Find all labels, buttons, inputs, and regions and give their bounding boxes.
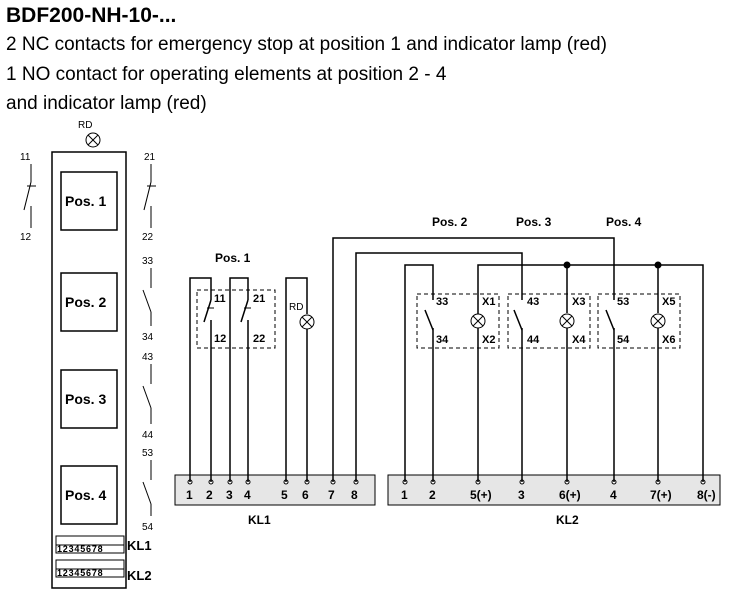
kl2-label: KL2 <box>556 513 579 527</box>
kl1-terminal-2: 2 <box>206 488 213 502</box>
pos-1-box <box>60 171 118 231</box>
contact-54-label: 54 <box>142 522 154 533</box>
pos2-contact-34: 34 <box>436 334 449 346</box>
kl2-terminal-8m: 8(-) <box>697 488 716 502</box>
kl1-terminal-1: 1 <box>186 488 193 502</box>
kl1-terminal-3: 3 <box>226 488 233 502</box>
device-front-view: RD Pos. 1 Pos. 2 Pos. 3 Pos. 4 12345678 … <box>20 120 156 589</box>
pos1-contact-12: 12 <box>214 333 226 345</box>
wiring-pos-3-label: Pos. 3 <box>516 215 552 229</box>
kl1-terminal-8: 8 <box>351 488 358 502</box>
pos-2-label: Pos. 2 <box>65 294 106 310</box>
kl2-terminal-2: 2 <box>429 488 436 502</box>
kl1-side-label: KL1 <box>127 538 152 553</box>
pos-1-label: Pos. 1 <box>65 193 106 209</box>
wiring-pos-1-label: Pos. 1 <box>215 251 251 265</box>
kl2-terminal-6p: 6(+) <box>559 488 581 502</box>
kl1-terminal-6: 6 <box>302 488 309 502</box>
pos3-contact-x3: X3 <box>572 296 585 308</box>
lamp-icon <box>559 313 575 329</box>
kl2-terminal-3: 3 <box>518 488 525 502</box>
pos-4-label: Pos. 4 <box>65 487 106 503</box>
pos3-contact-44: 44 <box>527 334 540 346</box>
pos4-contact-x6: X6 <box>662 334 675 346</box>
pos-1-contact-box <box>196 289 276 349</box>
contact-53-label: 53 <box>142 448 154 459</box>
pos3-contact-43: 43 <box>527 296 539 308</box>
contact-43-label: 43 <box>142 352 154 363</box>
page-title: BDF200-NH-10-... <box>6 4 177 27</box>
pos4-contact-x5: X5 <box>662 296 675 308</box>
kl2-terminal-1: 1 <box>401 488 408 502</box>
pos2-contact-33: 33 <box>436 296 448 308</box>
pos-3-box <box>60 369 118 429</box>
kl2-terminal-5p: 5(+) <box>470 488 492 502</box>
kl1-label: KL1 <box>248 513 271 527</box>
lamp-icon <box>650 313 666 329</box>
wiring-pos-2-label: Pos. 2 <box>432 215 468 229</box>
lamp-icon <box>85 132 101 148</box>
kl2-terminal-4: 4 <box>610 488 617 502</box>
contact-12-label: 12 <box>20 232 32 243</box>
lamp-icon <box>470 313 486 329</box>
pos-3-label: Pos. 3 <box>65 391 106 407</box>
contact-22-label: 22 <box>142 232 154 243</box>
description-line-3: and indicator lamp (red) <box>6 93 207 114</box>
rd-lamp-icon <box>299 314 315 330</box>
pos-2-box <box>60 272 118 332</box>
pos-2-contact-box <box>416 293 500 349</box>
pos-4-box <box>60 465 118 525</box>
description-line-1: 2 NC contacts for emergency stop at posi… <box>6 34 607 55</box>
kl2-side-label: KL2 <box>127 568 152 583</box>
kl1-terminal-5: 5 <box>281 488 288 502</box>
pos2-contact-x1: X1 <box>482 296 495 308</box>
description-line-2: 1 NO contact for operating elements at p… <box>6 64 447 85</box>
pos1-contact-11: 11 <box>214 293 226 305</box>
kl1-terminals: 1 2 3 4 5 6 7 8 <box>186 479 359 502</box>
contact-33-label: 33 <box>142 256 154 267</box>
pos3-contact-x4: X4 <box>572 334 586 346</box>
contact-44-label: 44 <box>142 430 154 441</box>
pos4-contact-54: 54 <box>617 334 630 346</box>
wiring-lamp-label: RD <box>289 302 303 313</box>
pos-4-contact-box <box>597 293 681 349</box>
pos1-contact-22: 22 <box>253 333 265 345</box>
wiring-pos-4-label: Pos. 4 <box>606 215 642 229</box>
top-lamp-label: RD <box>78 120 92 131</box>
contact-34-label: 34 <box>142 332 154 343</box>
pos-3-contact-box <box>507 293 591 349</box>
kl2-terminals: 1 2 5(+) 3 6(+) 4 7(+) 8(-) <box>401 479 716 502</box>
contact-11-label: 11 <box>20 152 31 163</box>
pos2-contact-x2: X2 <box>482 334 495 346</box>
wiring-schematic: Pos. 1 Pos. 2 Pos. 3 Pos. 4 KL1 KL2 1 2 … <box>174 215 721 527</box>
kl2-terminal-7p: 7(+) <box>650 488 672 502</box>
kl2-terminal-strip <box>387 474 721 506</box>
kl1-terminal-4: 4 <box>244 488 251 502</box>
contact-21-label: 21 <box>144 152 156 163</box>
kl1-terminal-7: 7 <box>328 488 335 502</box>
pos4-contact-53: 53 <box>617 296 629 308</box>
kl1-strip-numbers: 12345678 <box>57 544 103 554</box>
kl1-terminal-strip <box>174 474 376 506</box>
kl2-strip-numbers: 12345678 <box>57 568 103 578</box>
pos1-contact-21: 21 <box>253 293 265 305</box>
